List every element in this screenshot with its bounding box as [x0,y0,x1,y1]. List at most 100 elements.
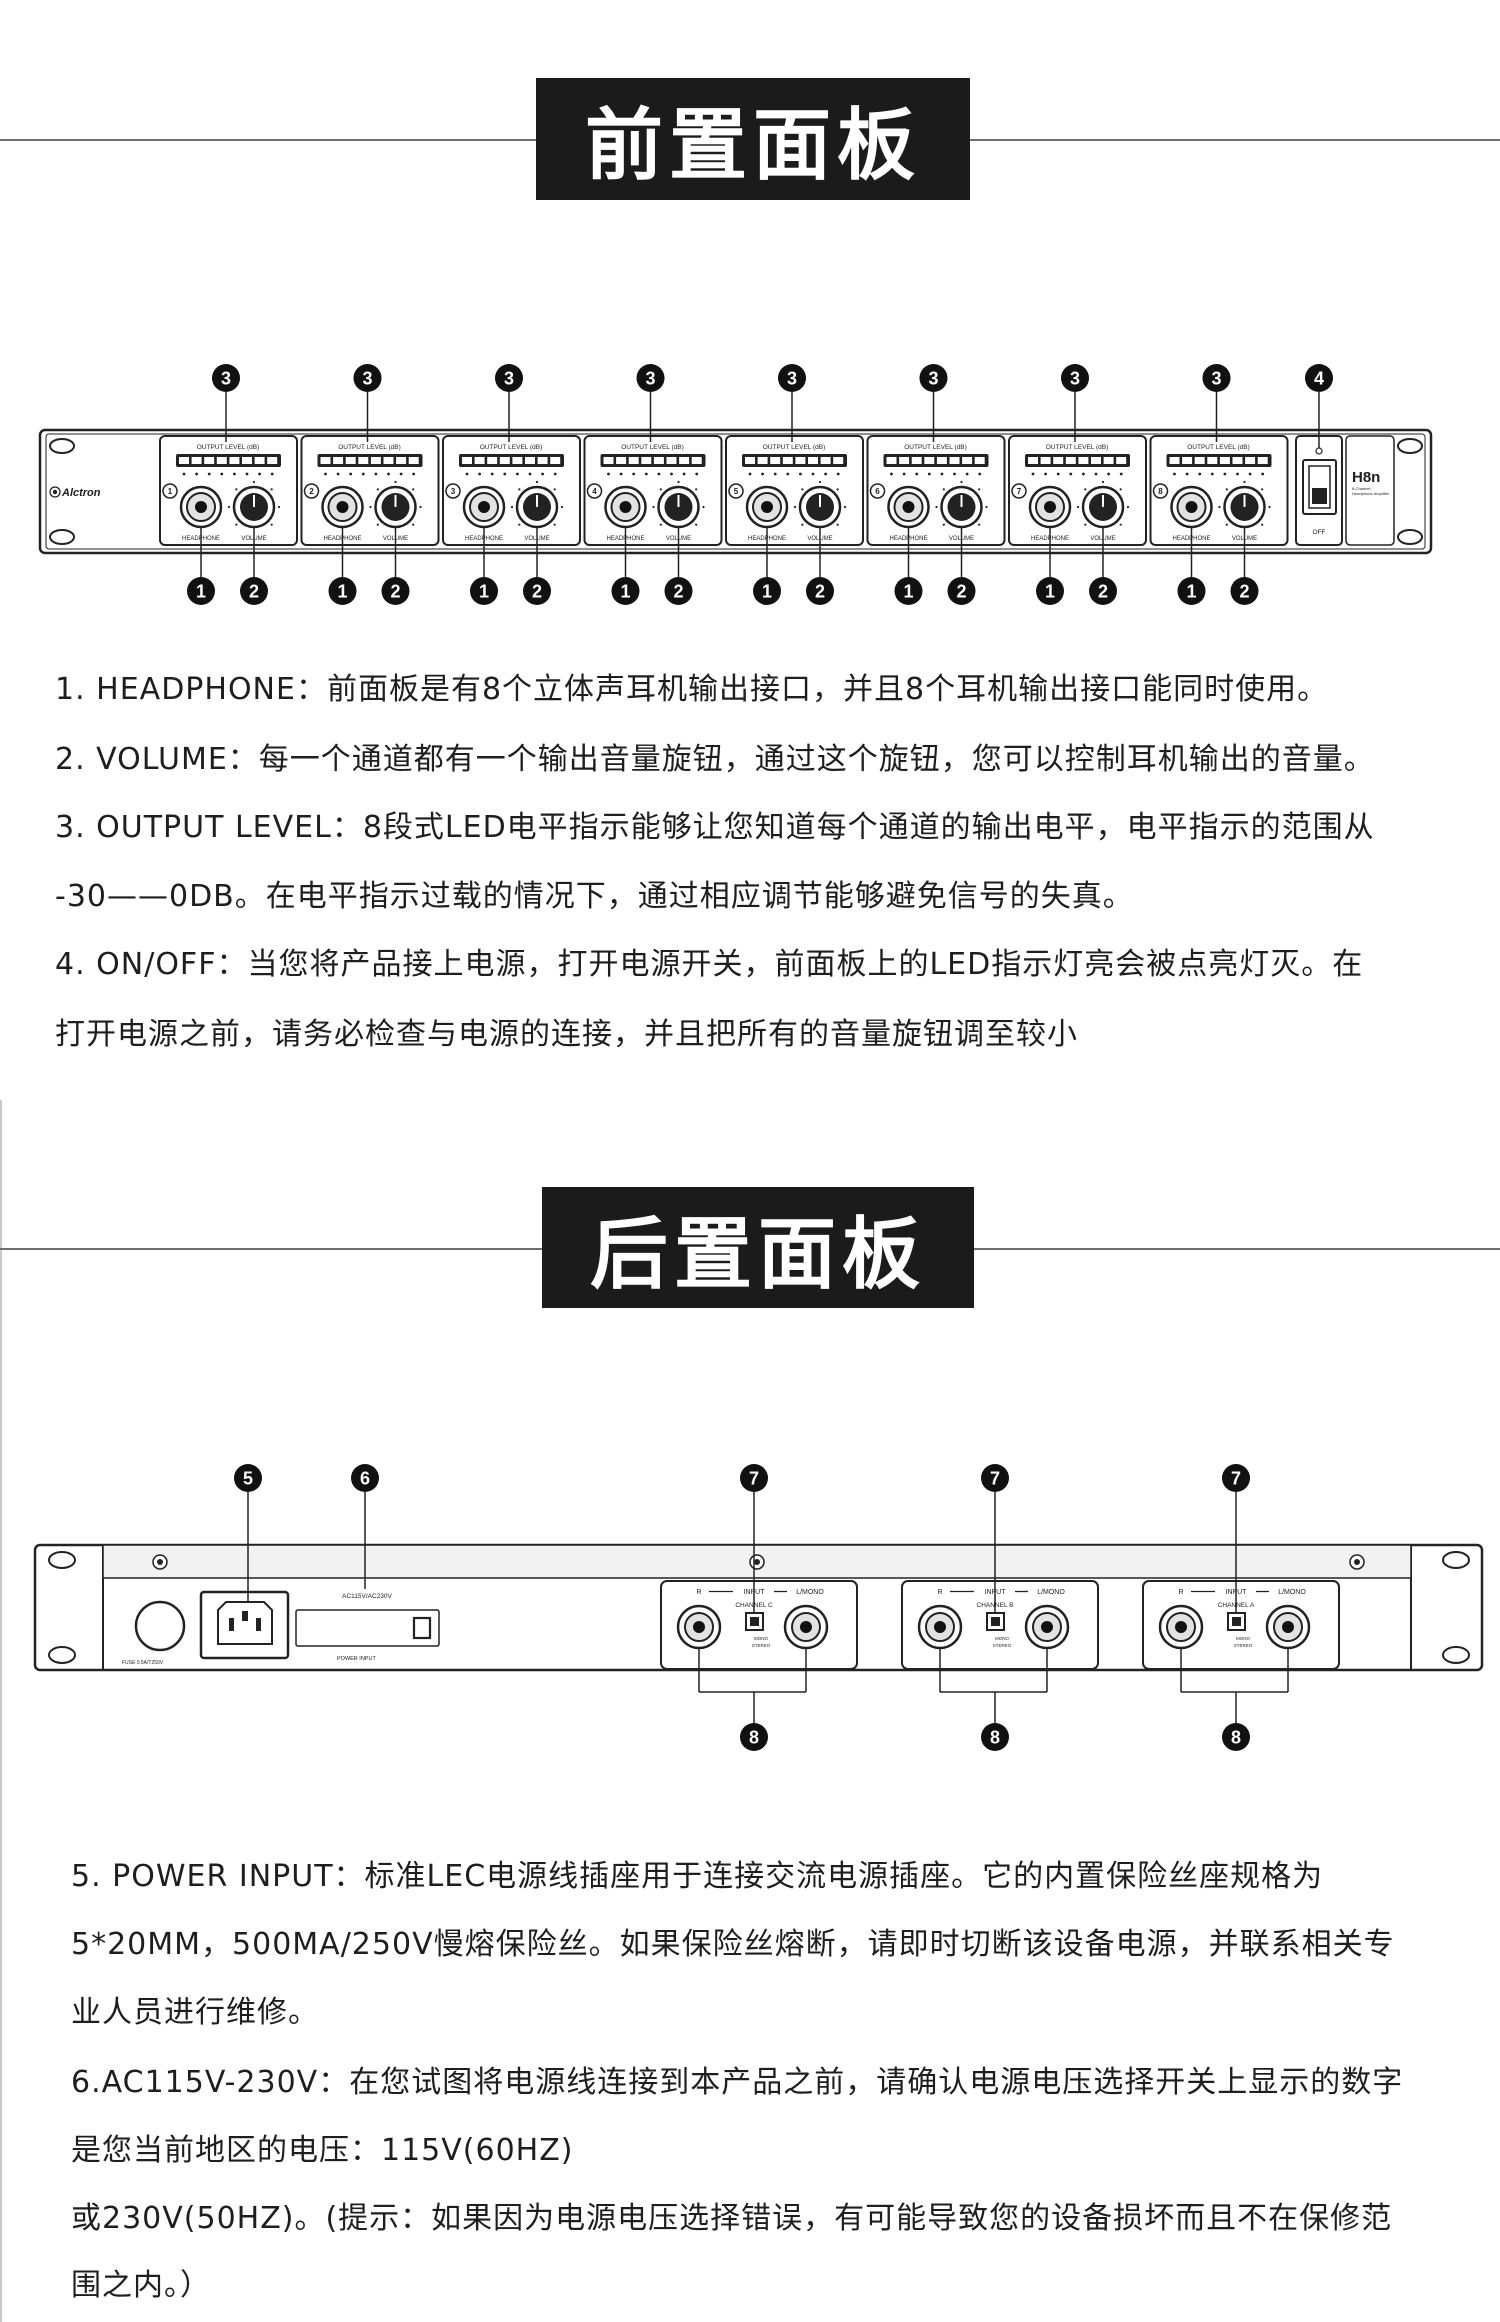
callout-badge [1222,1723,1250,1751]
screw-slot [157,1559,163,1565]
led-scale-mark [207,472,211,476]
led-segment [936,457,947,464]
input-jack-socket [693,1621,705,1633]
rack-mount-hole-icon [1397,438,1423,454]
callout-number: 1 [196,582,206,602]
voltage-selector-switch [412,1616,432,1640]
volume-scale-mark [659,523,662,526]
led-segment [1232,457,1243,464]
led-segment [320,457,331,464]
led-scale-mark [374,472,378,476]
input-jack-socket [800,1621,812,1633]
led-segment [616,457,627,464]
callout-badge [523,577,551,605]
screw-icon [1349,1554,1365,1570]
callout-badge [1089,577,1117,605]
power-inlet-pin [256,1618,261,1631]
volume-scale-mark [394,480,397,484]
channel-number: 7 [1017,487,1022,496]
rack-mount-hole-icon [1397,529,1423,545]
led-segment [962,457,973,464]
output-level-label: OUTPUT LEVEL (dB) [480,444,543,451]
led-scale-mark [541,472,544,476]
rear-description-line: 或230V(50HZ)。(提示：如果因为电源电压选择错误，有可能导致您的设备损坏… [71,2201,1393,2236]
callout-badge [981,1723,1009,1751]
callout-8: 8 [981,1723,1009,1751]
callout-number: 1 [762,582,772,602]
callout-number: 3 [1211,369,1221,389]
led-scale-mark [1031,472,1035,476]
front-description-line: 3. OUTPUT LEVEL：8段式LED电平指示能够让您知道每个通道的输出电… [55,810,1375,845]
channel-number-badge [162,483,178,499]
led-scale-mark [940,472,944,476]
led-scale-mark [1119,472,1123,476]
led-scale-mark [1248,472,1252,476]
led-segment [408,457,419,464]
model-badge: H8n 8-Channel Headphone Amplifier [1345,435,1395,546]
volume-scale-mark [1126,505,1130,509]
led-scale-mark [1044,472,1047,476]
led-segment [1053,457,1064,464]
mode-switch-button [750,1617,759,1626]
callout-8: 8 [1222,1723,1250,1751]
callout-badge [806,577,834,605]
output-level-label: OUTPUT LEVEL (dB) [1046,444,1109,451]
callout-badge [981,1464,1009,1492]
mode-switch-button [1232,1617,1241,1626]
rear-panel-diagram: FUSE 0.5A/T250V 5 AC115V/AC230V POWER IN… [33,1464,1484,1751]
brand-logo: Alctron [49,486,101,499]
led-scale-mark [786,472,790,476]
fuse-holder [134,1600,186,1652]
led-scale-mark [682,472,686,476]
mode-stereo-label: STEREO [752,1643,771,1648]
channel-number-badge [1152,483,1169,499]
callout-badge [1202,364,1231,392]
headphone-jack-socket [902,501,915,513]
callout-badge [947,577,976,605]
led-segment [795,457,806,464]
volume-scale-mark [793,505,797,509]
volume-scale-mark [818,480,822,484]
led-scale-mark [670,472,673,476]
volume-scale-mark [695,523,698,526]
rear-description-line: 5*20MM，500MA/250V慢熔保险丝。如果保险丝熔断，请即时切断该设备电… [71,1927,1395,1962]
volume-scale-mark [1084,488,1087,491]
channel-strip: OUTPUT LEVEL (dB)2HEADPHONEVOLUME312 [300,364,440,605]
callout-3: 3 [1061,364,1089,392]
led-scale-mark [465,472,469,476]
input-r-label: R [1178,1589,1183,1596]
callout-badge [1230,577,1259,605]
channel-strip: OUTPUT LEVEL (dB)6HEADPHONEVOLUME312 [866,364,1006,605]
led-scale-mark [1185,472,1189,476]
led-segment [911,457,922,464]
led-scale-mark [233,472,236,476]
rack-mount-hole-icon [48,1551,76,1569]
callout-number: 2 [1098,582,1108,602]
volume-scale-mark [843,505,847,509]
led-segment [603,457,614,464]
volume-scale-mark [652,505,655,509]
callout-2: 2 [240,577,268,605]
channel-number-badge [869,483,886,499]
volume-scale-mark [942,523,945,526]
led-scale-mark [1094,472,1098,476]
led-scale-mark [528,472,532,476]
rack-mount-hole-icon [49,438,75,454]
callout-number: 7 [990,1469,1000,1489]
volume-scale-mark [252,480,256,484]
led-scale-mark [336,472,340,476]
volume-scale-mark [978,523,981,526]
led-segment [370,457,381,464]
channel-strip: OUTPUT LEVEL (dB)1HEADPHONEVOLUME312 [159,364,298,605]
callout-2: 2 [947,577,976,605]
brand-logo-icon-dot [52,489,58,495]
led-scale-mark [1198,472,1202,476]
screw-icon [152,1554,168,1570]
led-scale-mark [1210,472,1214,476]
channel-strip: OUTPUT LEVEL (dB)3HEADPHONEVOLUME312 [442,364,581,605]
volume-scale-mark [235,488,238,491]
volume-scale-mark [942,488,945,491]
volume-scale-mark [1268,505,1271,509]
